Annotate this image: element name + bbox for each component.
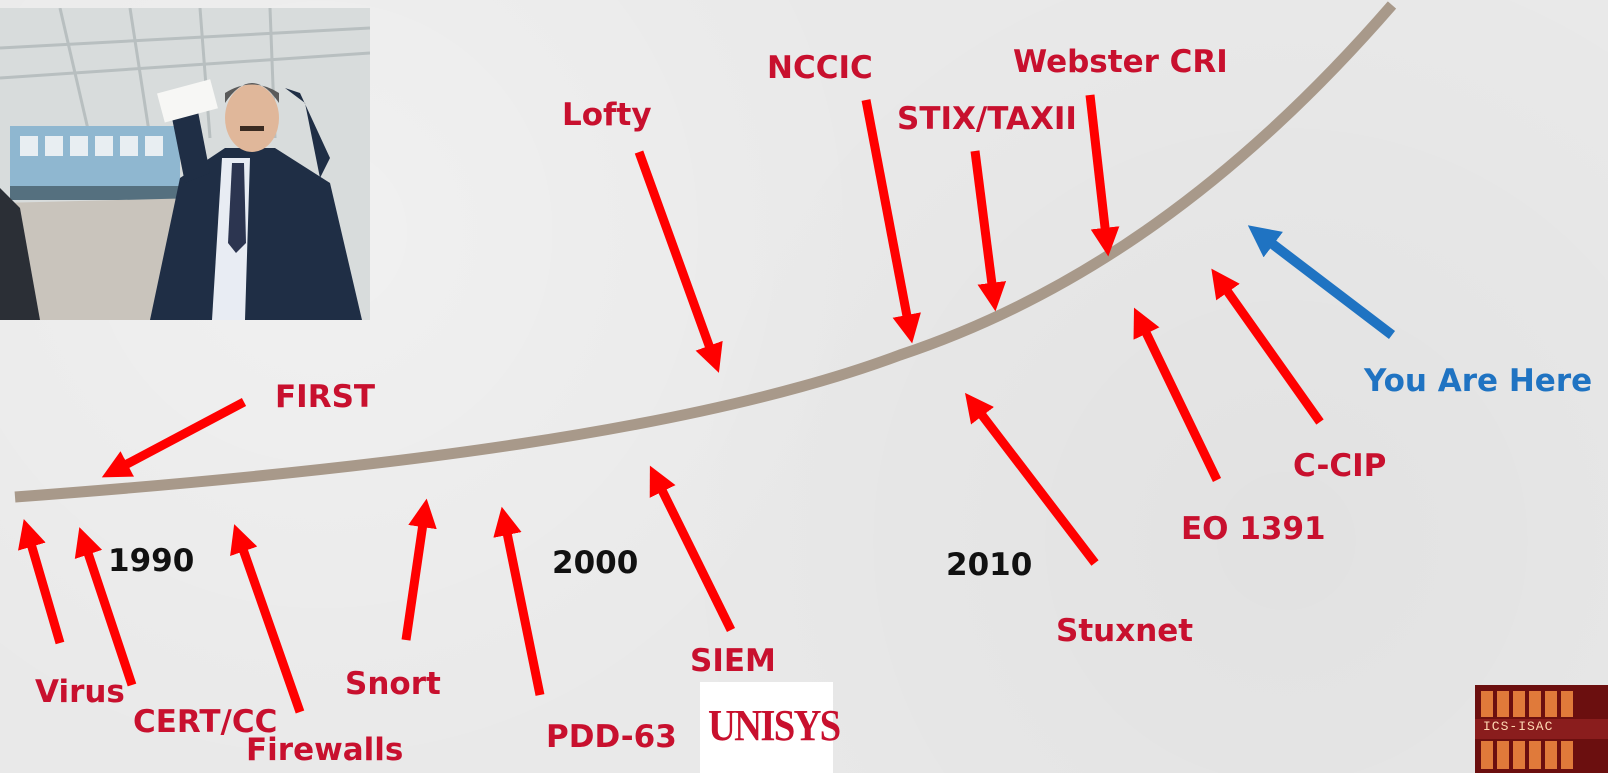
label-cert-cc: CERT/CC	[133, 704, 278, 740]
label-you-are-here: You Are Here	[1364, 363, 1593, 399]
label-snort: Snort	[345, 666, 441, 702]
label-eo-1391: EO 1391	[1181, 511, 1326, 547]
year-2010: 2010	[946, 547, 1033, 583]
photo-man-at-station	[0, 8, 370, 320]
arrow-webster	[1085, 94, 1120, 257]
label-firewalls: Firewalls	[246, 732, 404, 768]
arrow-you-are-here	[1247, 225, 1396, 339]
year-2000: 2000	[552, 545, 639, 581]
label-siem: SIEM	[690, 643, 776, 679]
ics-isac-logo: ICS-ISAC	[1475, 685, 1608, 773]
arrow-lofty	[634, 150, 723, 373]
label-webster-cri: Webster CRI	[1013, 44, 1228, 80]
arrow-eo1391	[1133, 307, 1222, 482]
arrow-snort	[401, 498, 437, 641]
arrow-stix	[970, 150, 1007, 312]
unisys-logo: UNISYS	[700, 682, 841, 773]
unisys-logo-text: UNISYS	[707, 701, 841, 750]
label-stuxnet: Stuxnet	[1056, 613, 1194, 649]
label-nccic: NCCIC	[767, 50, 873, 86]
arrow-first	[101, 398, 247, 478]
arrow-siem	[649, 465, 736, 632]
ics-isac-logo-text: ICS-ISAC	[1483, 719, 1554, 734]
label-pdd-63: PDD-63	[546, 719, 677, 755]
arrow-firewalls	[230, 524, 305, 714]
label-lofty: Lofty	[562, 97, 652, 133]
year-1990: 1990	[108, 543, 195, 579]
arrow-pdd63	[493, 506, 545, 696]
label-stix-taxii: STIX/TAXII	[897, 101, 1077, 137]
arrow-ccip	[1211, 268, 1324, 425]
label-first: FIRST	[275, 379, 376, 415]
label-c-cip: C-CIP	[1293, 448, 1387, 484]
label-virus: Virus	[35, 674, 125, 710]
arrow-virus	[18, 518, 65, 645]
arrow-stuxnet	[965, 392, 1099, 566]
